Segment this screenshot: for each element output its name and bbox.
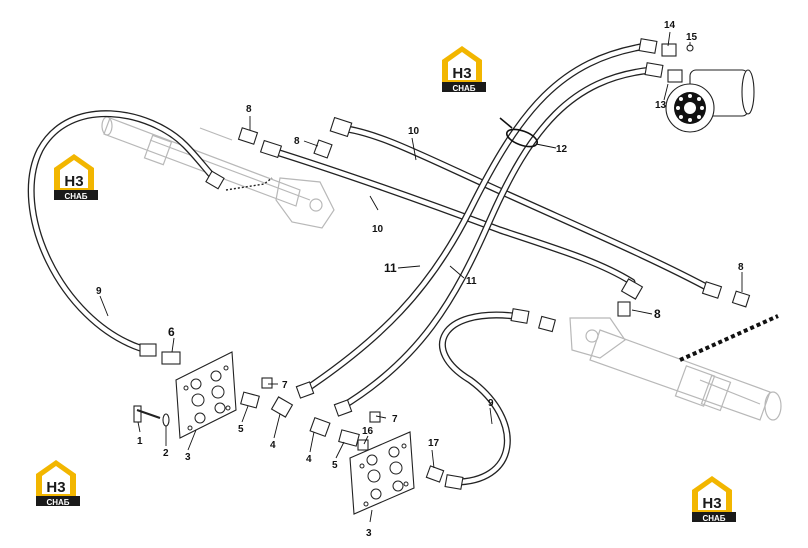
callout-9-lower: 9 [488,398,494,409]
callout-8-upper-mid: 8 [294,136,300,147]
callout-5-left: 5 [238,424,244,435]
mounting-plate-left [175,351,237,439]
callout-4-left: 4 [270,440,276,451]
callout-3-right: 3 [366,528,372,539]
callout-13: 13 [655,100,667,111]
callout-15: 15 [686,32,698,43]
callout-labels: 1 2 3 3 4 4 5 5 6 7 7 8 8 8 8 9 9 10 10 … [96,20,744,539]
callout-14: 14 [664,20,676,31]
callout-6: 6 [168,325,175,339]
logo-bottom-right: H3 CHAБ [692,476,736,523]
callout-10-lower: 10 [372,224,384,235]
logo-caption: CHAБ [64,192,87,201]
callout-10-upper: 10 [408,126,420,137]
callout-2: 2 [163,448,169,459]
callout-9-upper: 9 [96,286,102,297]
callout-4-right: 4 [306,454,312,465]
callout-1: 1 [137,436,143,447]
callout-16: 16 [362,426,374,437]
hydraulic-motor [665,69,755,133]
logo-top-center: H3 CHAБ [442,46,486,93]
callout-8-right: 8 [738,262,744,273]
callout-12: 12 [556,144,568,155]
callout-8-lower: 8 [654,307,661,321]
callout-3-left: 3 [185,452,191,463]
logo-mark: H3 [702,495,721,512]
hose-clamp [499,117,539,148]
callout-5-right: 5 [332,460,338,471]
callout-8-upper-left: 8 [246,104,252,115]
callout-7-right: 7 [392,414,398,425]
logo-mark: H3 [452,65,471,82]
logo-mark: H3 [46,479,65,496]
callout-7-left: 7 [282,380,288,391]
logo-caption: CHAБ [46,498,69,507]
logo-bottom-left: H3 CHAБ [36,460,80,507]
hoses [27,42,716,486]
callout-11-right: 11 [466,276,477,287]
callout-17: 17 [428,438,440,449]
lower-cylinder-ghost [569,314,782,421]
logo-caption: CHAБ [452,84,475,93]
leader-lines [99,31,743,523]
upper-cylinder-ghost [101,116,335,229]
logo-left: H3 CHAБ [54,154,98,201]
logo-caption: CHAБ [702,514,725,523]
mounting-plate-right [349,431,415,515]
fittings [133,38,751,490]
logo-mark: H3 [64,173,83,190]
callout-11-left: 11 [384,261,397,275]
